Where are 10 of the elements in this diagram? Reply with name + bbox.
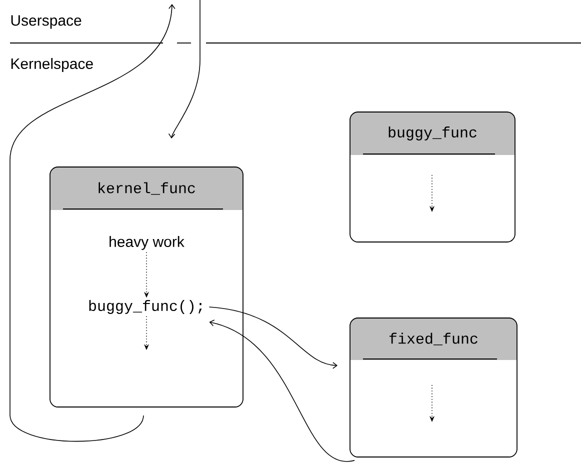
arrow [208,306,338,369]
region-label: Userspace [11,15,82,29]
code-line: buggy_func(); [89,300,202,314]
code-line: heavy work [110,236,184,250]
arrow [209,320,355,462]
function-box: buggy_func [350,112,516,242]
arrow [10,4,176,442]
function-box: fixed_func [350,318,518,458]
arrow [168,0,200,139]
region-label: Kernelspace [11,58,93,72]
